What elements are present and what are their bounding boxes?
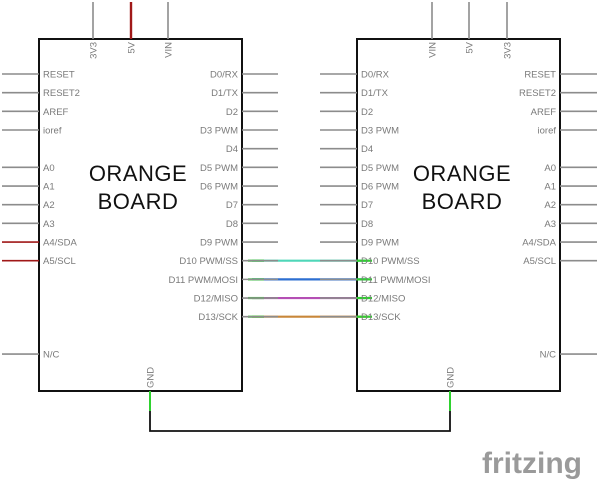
left-board-label-a1: A1 <box>43 182 55 193</box>
right-board-label-d12-miso: D12/MISO <box>361 294 405 305</box>
right-board-label-d0-rx: D0/RX <box>361 70 390 81</box>
right-board-label-d5-pwm: D5 PWM <box>361 163 399 174</box>
left-board-label-d2: D2 <box>226 107 238 118</box>
left-board-label-d8: D8 <box>226 219 238 230</box>
right-board-label-a5-scl: A5/SCL <box>523 256 556 267</box>
right-board-label-d2: D2 <box>361 107 373 118</box>
wire-gnd <box>149 411 451 432</box>
left-board-label-reset: RESET <box>43 70 75 81</box>
left-board-label-d13-sck: D13/SCK <box>198 312 238 323</box>
left-board-label-gnd: GND <box>146 367 157 388</box>
left-board-label-d3-pwm: D3 PWM <box>200 126 238 137</box>
left-board-label-ioref: ioref <box>43 126 62 137</box>
left-board-label-a2: A2 <box>43 200 55 211</box>
left-board-label-aref: AREF <box>43 107 69 118</box>
right-board-label-a2: A2 <box>544 200 556 211</box>
left-board-label-reset2: RESET2 <box>43 88 80 99</box>
right-board-label-a0: A0 <box>544 163 556 174</box>
right-board-label-d13-sck: D13/SCK <box>361 312 401 323</box>
right-board-label-d9-pwm: D9 PWM <box>361 238 399 249</box>
left-board-label-5v: 5V <box>127 41 138 53</box>
left-board-title-line1: ORANGE <box>89 161 187 186</box>
right-board-label-a4-sda: A4/SDA <box>522 238 556 249</box>
right-board-label-aref: AREF <box>531 107 557 118</box>
right-board-label-d7: D7 <box>361 200 373 211</box>
left-board-outline <box>38 38 243 392</box>
left-board-label-3v3: 3V3 <box>89 42 100 59</box>
left-board-label-d11-pwm-mosi: D11 PWM/MOSI <box>169 275 239 286</box>
left-board-label-d10-pwm-ss: D10 PWM/SS <box>179 256 238 267</box>
right-board-title-line2: BOARD <box>422 189 503 214</box>
right-board-label-5v: 5V <box>465 41 476 53</box>
right-board-title-line1: ORANGE <box>413 161 511 186</box>
left-board-label-d5-pwm: D5 PWM <box>200 163 238 174</box>
right-board-label-a3: A3 <box>544 219 556 230</box>
left-board-label-d6-pwm: D6 PWM <box>200 182 238 193</box>
left-board-label-d7: D7 <box>226 200 238 211</box>
right-board-outline <box>356 38 561 392</box>
left-board-label-n-c: N/C <box>43 350 60 361</box>
right-board-label-d6-pwm: D6 PWM <box>361 182 399 193</box>
left-board-label-a3: A3 <box>43 219 55 230</box>
left-board-label-a0: A0 <box>43 163 55 174</box>
left-board-title-line2: BOARD <box>98 189 179 214</box>
right-board-label-ioref: ioref <box>538 126 557 137</box>
fritzing-watermark: fritzing <box>482 447 582 480</box>
right-board-label-d10-pwm-ss: D10 PWM/SS <box>361 256 420 267</box>
left-board-label-d12-miso: D12/MISO <box>194 294 238 305</box>
right-board-label-gnd: GND <box>446 367 457 388</box>
right-board-label-d8: D8 <box>361 219 373 230</box>
right-board-label-d11-pwm-mosi: D11 PWM/MOSI <box>361 275 431 286</box>
left-board-label-d1-tx: D1/TX <box>211 88 239 99</box>
right-board-label-n-c: N/C <box>540 350 557 361</box>
right-board-label-3v3: 3V3 <box>503 42 514 59</box>
right-board-label-a1: A1 <box>544 182 556 193</box>
right-board-label-reset: RESET <box>524 70 556 81</box>
left-board-label-a4-sda: A4/SDA <box>43 238 77 249</box>
right-board-label-d1-tx: D1/TX <box>361 88 389 99</box>
right-board-label-reset2: RESET2 <box>519 88 556 99</box>
right-board-label-d4: D4 <box>361 144 373 155</box>
right-board-label-d3-pwm: D3 PWM <box>361 126 399 137</box>
left-board-label-vin: VIN <box>164 42 175 58</box>
right-board-label-vin: VIN <box>428 42 439 58</box>
left-board-label-d9-pwm: D9 PWM <box>200 238 238 249</box>
left-board-label-d0-rx: D0/RX <box>210 70 239 81</box>
left-board-label-a5-scl: A5/SCL <box>43 256 76 267</box>
left-board-label-d4: D4 <box>226 144 238 155</box>
